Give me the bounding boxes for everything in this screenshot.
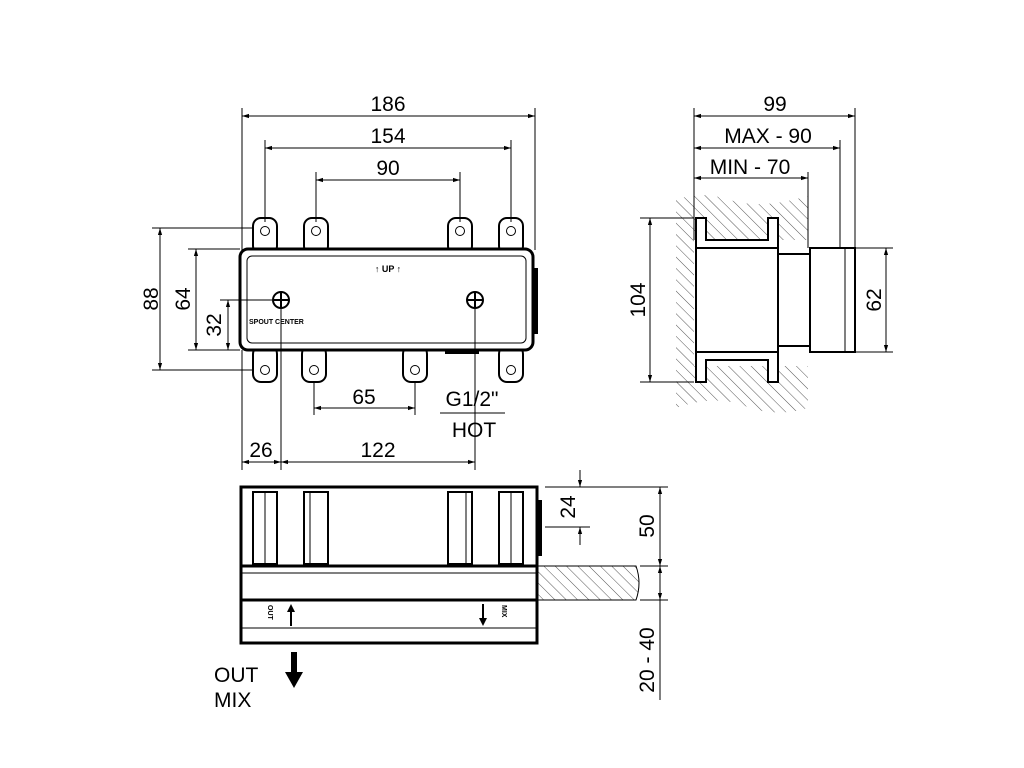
arrow-up-icon <box>287 604 295 626</box>
out-label: OUT <box>214 664 259 687</box>
hot-label: HOT <box>452 419 497 442</box>
thread-label: G1/2" <box>446 388 499 411</box>
port-right <box>466 291 484 309</box>
port-label-out: OUT <box>266 605 273 621</box>
dim-min: MIN - 70 <box>710 156 791 179</box>
dim-154: 154 <box>370 125 405 148</box>
front-view: 186 154 90 <box>140 93 538 470</box>
top-view: OUT MIX 24 50 20 - 40 OUT MIX <box>214 470 668 712</box>
dim-max: MAX - 90 <box>724 125 812 148</box>
dim-90: 90 <box>376 157 399 180</box>
dim-104: 104 <box>627 282 650 317</box>
wall-section-top <box>537 565 640 601</box>
side-view: 99 MAX - 90 MIN - 70 104 62 <box>627 93 893 413</box>
dim-99: 99 <box>763 93 786 116</box>
dim-65: 65 <box>352 386 375 409</box>
arrow-down-icon <box>479 604 487 626</box>
dim-20-40: 20 - 40 <box>636 627 659 692</box>
dim-32: 32 <box>203 313 226 336</box>
dim-186: 186 <box>370 93 405 116</box>
tab-posts <box>252 491 524 565</box>
dim-24: 24 <box>557 495 580 519</box>
spout-center-label: SPOUT CENTER <box>249 319 304 326</box>
dim-26: 26 <box>249 439 272 462</box>
trim-plate <box>809 247 856 353</box>
mix-label: MIX <box>214 689 251 712</box>
dim-122: 122 <box>360 439 395 462</box>
dim-88: 88 <box>140 287 163 310</box>
dim-50: 50 <box>636 514 659 537</box>
outlet-arrow-icon <box>285 652 303 688</box>
up-label: ↑ UP ↑ <box>375 264 401 274</box>
port-label-mix: MIX <box>500 605 507 618</box>
dim-62: 62 <box>863 288 886 311</box>
dim-64: 64 <box>172 287 195 311</box>
port-left <box>272 291 290 309</box>
